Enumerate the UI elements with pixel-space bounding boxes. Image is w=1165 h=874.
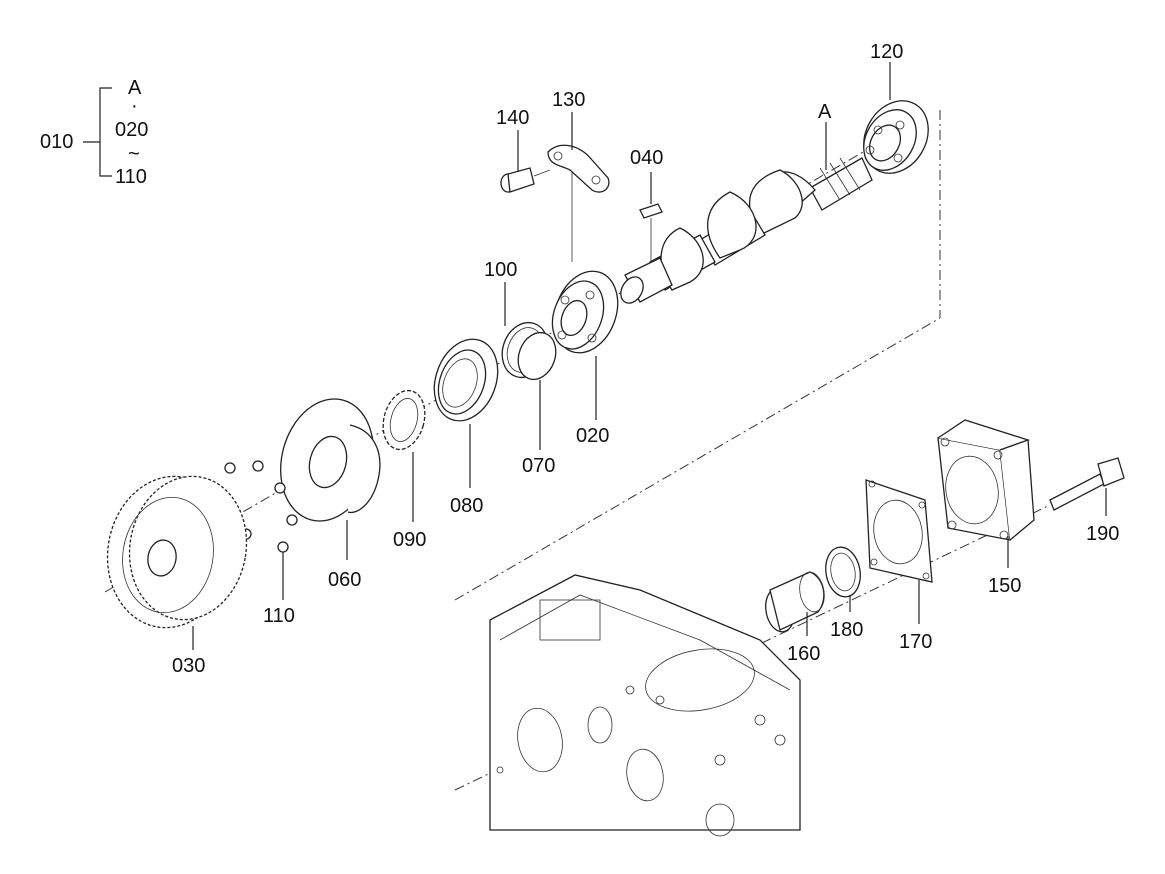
label-010: 010 — [40, 131, 73, 153]
part-070-snap-ring — [517, 331, 557, 381]
label-160: 160 — [787, 643, 820, 665]
label-040: 040 — [630, 147, 663, 169]
part-160-sleeve — [765, 571, 825, 633]
part-030-gear — [106, 475, 248, 629]
label-170: 170 — [899, 631, 932, 653]
engine-block — [489, 574, 801, 837]
label-150: 150 — [988, 575, 1021, 597]
label-060: 060 — [328, 569, 361, 591]
part-060-flange — [280, 398, 381, 522]
label-110: 110 — [263, 605, 295, 627]
part-020-bearing — [551, 270, 619, 354]
label-120: 120 — [870, 41, 903, 63]
part-130-thrust-plate — [547, 144, 610, 193]
part-camshaft — [620, 157, 873, 304]
legend-label-110: 110 — [115, 166, 147, 188]
label-090: 090 — [393, 529, 426, 551]
legend-label-020: 020 — [115, 119, 148, 141]
label-180: 180 — [830, 619, 863, 641]
assembly-legend: 010 A · 020 ~ 110 — [40, 77, 148, 188]
label-030: 030 — [172, 655, 205, 677]
part-170-gasket — [865, 479, 933, 583]
part-120-bearing — [863, 100, 929, 174]
label-080: 080 — [450, 495, 483, 517]
part-150-housing — [937, 419, 1035, 541]
label-190: 190 — [1086, 523, 1119, 545]
label-a-shaft: A — [818, 101, 832, 123]
part-190-bolt — [1049, 457, 1125, 511]
part-080-oil-seal — [433, 338, 499, 422]
part-040-key — [639, 203, 663, 219]
legend-dot: · — [131, 95, 138, 117]
label-130: 130 — [552, 89, 585, 111]
label-070: 070 — [522, 455, 555, 477]
part-180-ring — [825, 546, 861, 598]
label-100: 100 — [484, 259, 517, 281]
legend-tilde: ~ — [128, 143, 140, 165]
part-140-bolt — [500, 167, 551, 193]
label-020: 020 — [576, 425, 609, 447]
label-140: 140 — [496, 107, 529, 129]
legend-label-a: A — [128, 77, 142, 99]
part-090-spring-washer — [382, 389, 426, 451]
